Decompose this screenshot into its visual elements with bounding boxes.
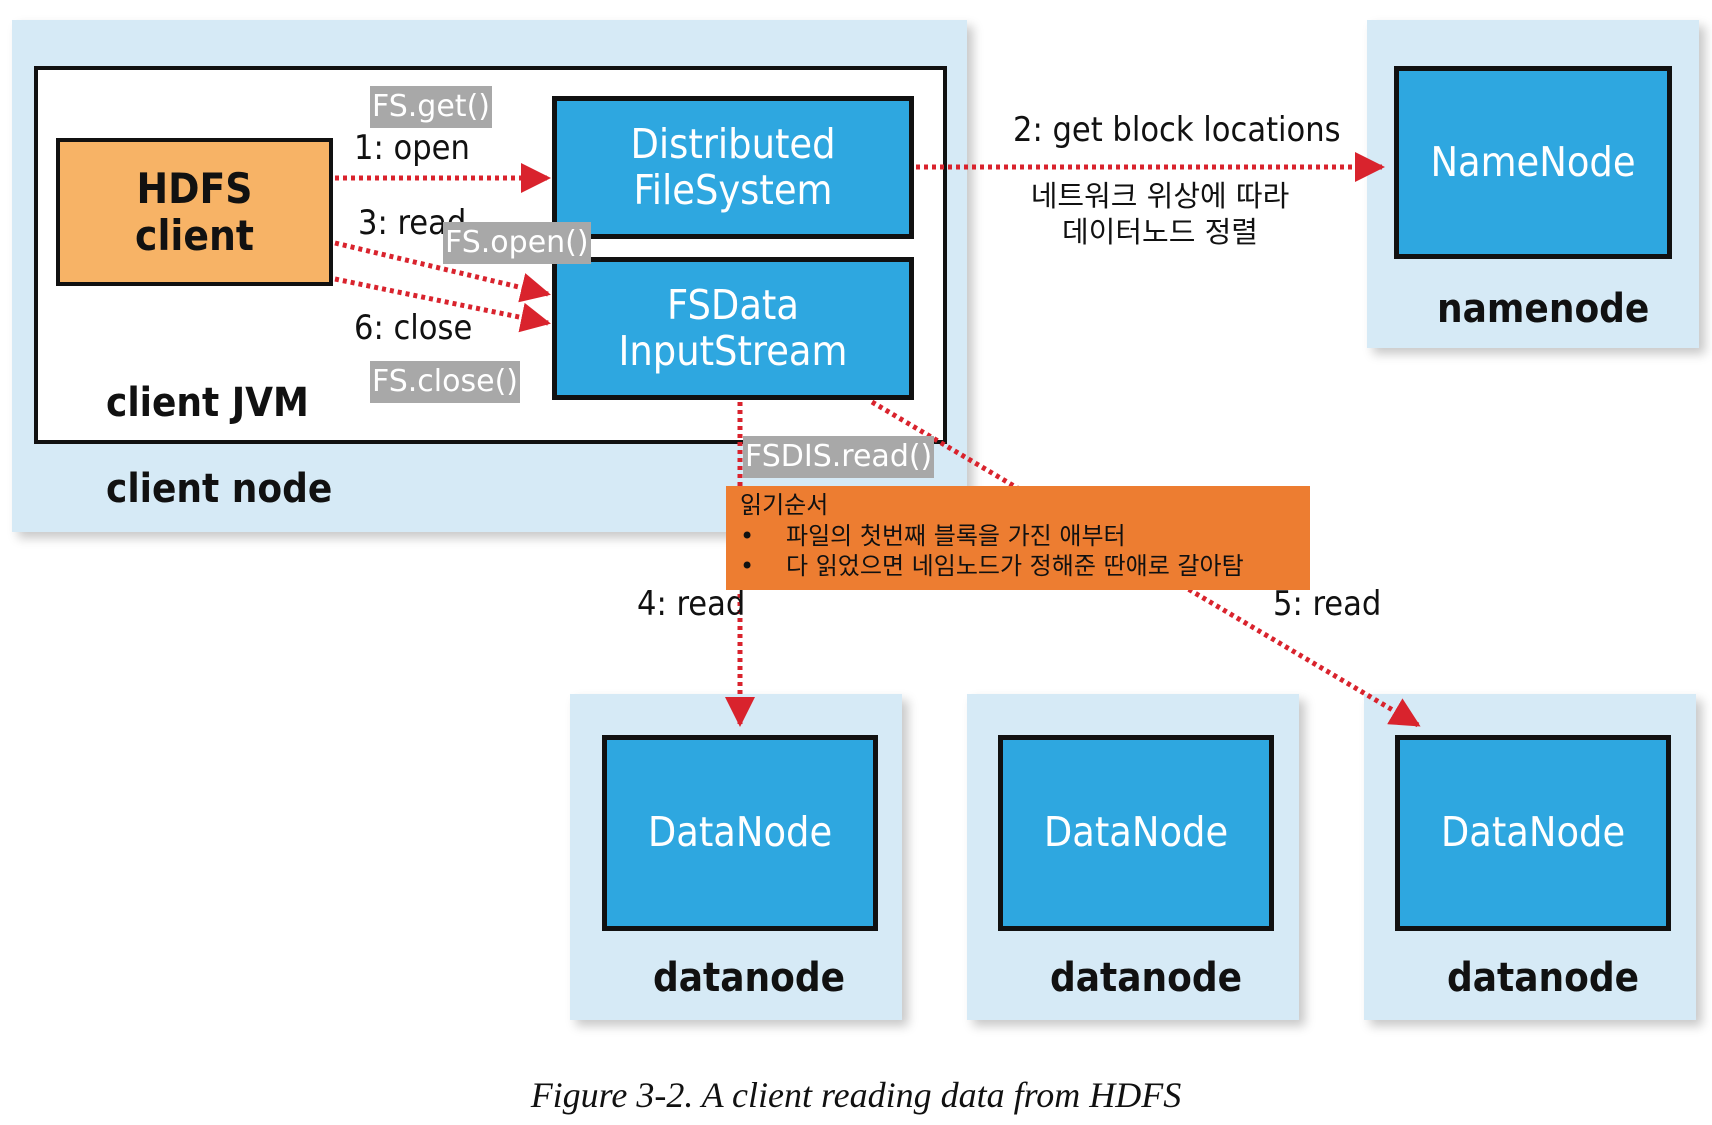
distributed-filesystem-box: Distributed FileSystem (552, 96, 914, 239)
arrow-read-5 (870, 399, 1421, 728)
read-order-note: 읽기순서 • 파일의 첫번째 블록을 가진 애부터 • 다 읽었으면 네임노드가… (726, 486, 1310, 590)
bullet-icon: • (740, 552, 755, 580)
api-label-fs-get: FS.get() (370, 86, 492, 128)
datanode-label-2: datanode (1050, 955, 1243, 1001)
namenode-sort-note-line1: 네트워크 위상에 따라 (1030, 179, 1290, 213)
namenode-box: NameNode (1394, 66, 1672, 259)
api-label-fs-close: FS.close() (370, 361, 520, 403)
datanode-box-1: DataNode (602, 735, 878, 931)
datanode-label-1: datanode (653, 955, 846, 1001)
fsdata-inputstream-box: FSData InputStream (552, 257, 914, 400)
namenode-sort-note: 네트워크 위상에 따라 데이터노드 정렬 (1000, 178, 1320, 251)
datanode-label-3: datanode (1447, 955, 1640, 1001)
figure-caption: Figure 3-2. A client reading data from H… (530, 1075, 1182, 1115)
api-label-fs-open: FS.open() (443, 222, 591, 264)
datanode-box-2: DataNode (998, 735, 1274, 931)
read-order-item-text: 다 읽었으면 네임노드가 정해준 딴애로 갈아탐 (786, 552, 1244, 580)
read-order-item: • 파일의 첫번째 블록을 가진 애부터 (740, 521, 1296, 551)
edge-label-close: 6: close (354, 308, 473, 348)
api-label-fsdis-read: FSDIS.read() (743, 436, 935, 478)
read-order-item-text: 파일의 첫번째 블록을 가진 애부터 (786, 522, 1126, 550)
bullet-icon: • (740, 522, 755, 550)
client-jvm-label: client JVM (106, 380, 309, 426)
edge-label-read-5: 5: read (1273, 584, 1382, 624)
edge-label-open: 1: open (354, 128, 470, 168)
edge-label-get-block-locations: 2: get block locations (1013, 110, 1341, 150)
hdfs-client-box: HDFS client (56, 138, 333, 286)
read-order-title: 읽기순서 (740, 491, 829, 519)
read-order-item: • 다 읽었으면 네임노드가 정해준 딴애로 갈아탐 (740, 551, 1296, 581)
namenode-sort-note-line2: 데이터노드 정렬 (1062, 215, 1258, 250)
edge-label-read-4: 4: read (637, 584, 746, 624)
datanode-box-3: DataNode (1395, 735, 1671, 931)
client-node-label: client node (106, 466, 333, 512)
namenode-label: namenode (1437, 286, 1650, 332)
